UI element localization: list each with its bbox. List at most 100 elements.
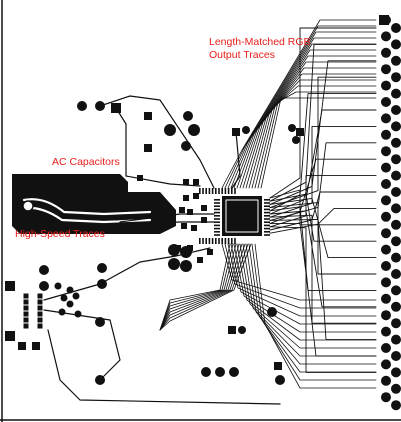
high-speed-pair-gap: [22, 198, 152, 216]
component-pad: [267, 307, 277, 317]
component-pad: [238, 326, 246, 334]
signal-trace: [115, 107, 201, 187]
ac-capacitor-pad: [105, 215, 111, 221]
ic-pin: [205, 238, 207, 244]
component-pad: [77, 101, 87, 111]
ic-pin: [264, 231, 270, 233]
connector-pin-pad: [23, 305, 29, 311]
connector-pin-pad: [23, 323, 29, 329]
connector-pad: [381, 31, 391, 42]
ic-pin: [264, 224, 270, 227]
connector-pad: [391, 219, 401, 230]
connector-pad: [381, 64, 391, 75]
connector-pad: [381, 97, 391, 107]
connector-pad: [391, 351, 401, 361]
rgb-output-trace: [245, 67, 377, 189]
connector-pad: [381, 211, 391, 222]
signal-trace: [159, 243, 237, 331]
ic-pin: [224, 238, 227, 244]
connector-pad: [391, 236, 401, 247]
ac-capacitors-annotation: AC Capacitors: [52, 156, 120, 168]
test-pad: [72, 292, 80, 300]
ic-pin: [214, 211, 220, 214]
connector-pad: [391, 301, 401, 312]
rgb-output-trace: [224, 25, 377, 189]
connector-pad: [381, 392, 391, 403]
connector-pad: [381, 47, 391, 58]
connector-pad: [391, 121, 401, 132]
component-pad: [180, 260, 192, 272]
component-pad: [201, 205, 207, 211]
rgb-output-trace: [269, 191, 377, 231]
connector-pad: [391, 23, 401, 33]
ic-pin: [208, 188, 211, 194]
connector-pad: [381, 343, 391, 353]
rgb-output-trace: [269, 197, 377, 259]
ic-pin: [227, 238, 230, 244]
rgb-output-trace: [233, 43, 377, 189]
ic-pin: [214, 199, 220, 201]
rgb-output-trace: [260, 97, 377, 189]
rgb-output-trace: [269, 210, 377, 308]
copper-pour-high-speed: [12, 174, 176, 234]
ic-pin: [264, 205, 270, 207]
connector-pad: [391, 154, 401, 165]
component-pad: [242, 126, 250, 134]
ic-pin: [208, 238, 211, 244]
ic-pin: [202, 238, 204, 244]
ic-pin: [224, 188, 227, 194]
ic-pin: [231, 238, 233, 244]
connector-pin-pad: [37, 323, 43, 329]
connector-pad: [391, 170, 401, 181]
signal-trace: [159, 243, 234, 331]
signal-trace: [47, 329, 281, 405]
connector-pad: [391, 72, 401, 83]
ic-pin: [218, 238, 220, 244]
rgb-output-trace: [239, 55, 377, 189]
component-pad: [197, 257, 203, 263]
ic-pin: [214, 208, 220, 211]
ic-outline: [225, 199, 259, 233]
connector-pad: [391, 334, 401, 345]
component-pad: [215, 367, 225, 377]
ac-capacitor-pad: [113, 223, 119, 229]
component-pad: [179, 207, 185, 213]
ic-pin: [264, 227, 270, 230]
component-pad: [32, 342, 40, 350]
connector-pad: [381, 179, 391, 189]
rgb-traces-annotation: Length-Matched RGB Output Traces: [209, 36, 311, 62]
rgb-output-trace: [248, 243, 377, 373]
rgb-output-trace: [248, 73, 377, 189]
ic-pin: [264, 234, 270, 236]
rgb-output-trace: [254, 243, 377, 389]
connector-pad: [391, 252, 401, 263]
component-pad: [296, 128, 304, 136]
connector-pad: [391, 383, 401, 394]
signal-trace: [159, 243, 243, 331]
ic-pin: [264, 211, 270, 214]
connector-pad: [381, 277, 391, 288]
rgb-output-trace: [269, 193, 377, 242]
rgb-output-trace: [221, 19, 377, 189]
connector-pad: [391, 318, 401, 329]
signal-trace: [159, 243, 240, 331]
connector-pin-pad: [23, 293, 29, 299]
component-pad: [18, 342, 26, 350]
ic-pin: [214, 231, 220, 233]
high-speed-via: [22, 200, 34, 212]
component-pad: [97, 263, 107, 273]
connector-pad: [391, 105, 401, 115]
connector-pin-pad: [37, 311, 43, 317]
connector-pad: [391, 400, 401, 411]
connector-pin-pad: [37, 305, 43, 311]
component-pad: [183, 179, 189, 185]
connector-pad: [391, 285, 401, 296]
component-pad: [207, 249, 213, 255]
connector-pad: [381, 113, 391, 124]
rgb-output-trace: [221, 243, 377, 301]
component-pad: [201, 217, 207, 223]
connector-pad: [391, 187, 401, 197]
connector-pad: [381, 80, 391, 91]
